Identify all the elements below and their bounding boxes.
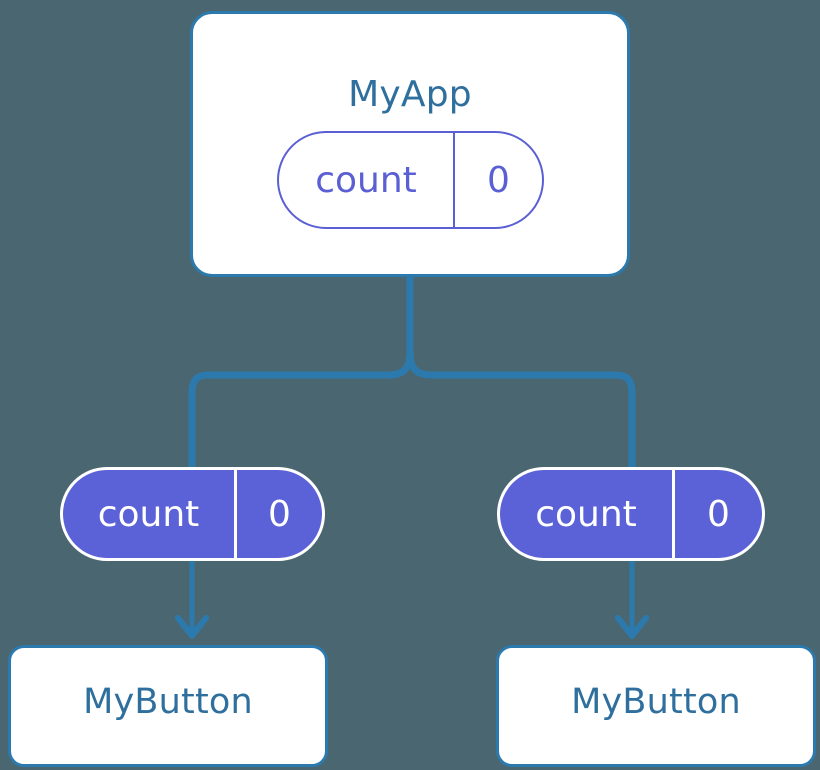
arrowhead-right-icon: [615, 615, 649, 639]
wire-branch-right: [406, 351, 636, 467]
wire-branch-left: [188, 351, 414, 467]
component-label-mybutton-left: MyButton: [83, 682, 253, 722]
state-key-child-right: count: [500, 470, 675, 558]
component-label-myapp: MyApp: [348, 74, 472, 115]
arrowhead-left-icon: [175, 615, 209, 639]
state-key-child-left: count: [63, 470, 237, 558]
state-value-child-left: 0: [268, 493, 291, 535]
state-pill-root[interactable]: count 0: [277, 131, 544, 229]
component-label-mybutton-right: MyButton: [571, 682, 741, 722]
component-node-mybutton-right[interactable]: MyButton: [496, 645, 816, 767]
state-value-root: 0: [487, 159, 510, 201]
state-pill-child-left[interactable]: count 0: [60, 467, 325, 561]
state-key-root: count: [279, 133, 455, 227]
component-node-mybutton-left[interactable]: MyButton: [8, 645, 328, 767]
state-value-child-right: 0: [707, 493, 730, 535]
state-pill-child-right[interactable]: count 0: [497, 467, 765, 561]
